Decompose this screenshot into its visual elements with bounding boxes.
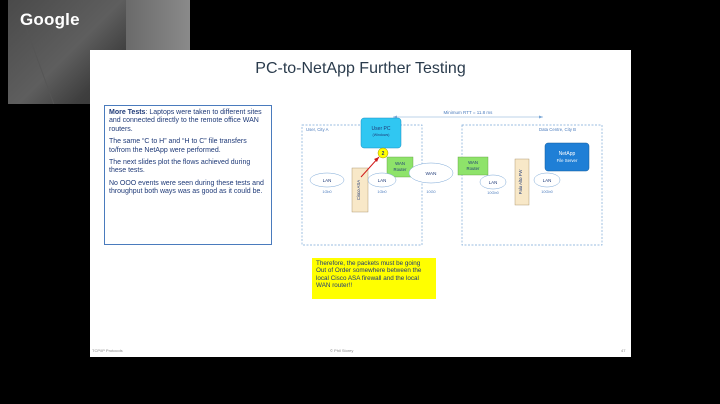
netapp-label: NetApp bbox=[559, 151, 576, 157]
lan-left-speed: 1Gb0 bbox=[322, 190, 331, 194]
netapp-sublabel: File Server bbox=[557, 158, 578, 163]
wan-router-right bbox=[457, 156, 489, 176]
presentation-slide: PC-to-NetApp Further Testing More Tests:… bbox=[90, 50, 631, 357]
lan-right1-label: LAN bbox=[489, 180, 498, 185]
notes-para-3: The next slides plot the flows achieved … bbox=[109, 159, 251, 175]
lan-mid-label: LAN bbox=[378, 178, 387, 183]
footer-left: TCP/IP Protocols bbox=[92, 348, 123, 353]
user-pc-node bbox=[360, 117, 402, 149]
notes-box: More Tests: Laptops were taken to differ… bbox=[104, 105, 272, 245]
marker-circle bbox=[377, 147, 389, 159]
user-pc-label: User PC bbox=[372, 126, 391, 132]
netapp-node bbox=[544, 142, 590, 172]
lan-mid-cloud bbox=[367, 172, 397, 188]
wan-router-left-label-line1: WAN bbox=[395, 161, 405, 166]
user-site-label: User, City A bbox=[306, 127, 329, 132]
red-arrow-head bbox=[374, 157, 379, 162]
wan-label: WAN bbox=[425, 171, 437, 177]
notes-para-1: More Tests: Laptops were taken to differ… bbox=[109, 109, 267, 134]
wan-router-right-label-line1: WAN bbox=[468, 160, 478, 165]
cisco-asa-label: Cisco ASA bbox=[356, 180, 361, 200]
cisco-asa-node bbox=[351, 167, 369, 213]
wan-speed: 10G0 bbox=[426, 190, 435, 194]
lan-left-label: LAN bbox=[323, 178, 332, 183]
user-pc-sublabel: (Windows) bbox=[373, 133, 390, 137]
dc-site-box bbox=[461, 124, 603, 246]
marker-number: 2 bbox=[382, 151, 385, 157]
notes-para-4: No OOO events were seen during these tes… bbox=[109, 179, 264, 196]
wan-cloud bbox=[408, 162, 454, 184]
google-logo: Google bbox=[20, 10, 80, 29]
notes-para-2: The same “C to H” and “H to C” file tran… bbox=[109, 138, 247, 154]
notes-heading: More Tests bbox=[109, 109, 146, 116]
wan-router-left-label-line2: Router bbox=[394, 167, 407, 172]
dc-site-label: Data Centre, City B bbox=[539, 127, 576, 132]
rtt-arrow-head-right bbox=[539, 115, 543, 119]
lan-right2-cloud bbox=[533, 172, 561, 188]
slide-title: PC-to-NetApp Further Testing bbox=[255, 60, 466, 77]
footer-page-number: 47 bbox=[621, 348, 626, 353]
rtt-label: Minimum RTT = 11.8 ms bbox=[444, 110, 494, 115]
lan-right1-speed: 10Gb0 bbox=[487, 191, 498, 195]
notes-para-1-text: : Laptops were taken to different sites … bbox=[109, 109, 262, 133]
wan-router-right-label-line2: Router bbox=[467, 166, 480, 171]
lan-right1-cloud bbox=[479, 174, 507, 190]
network-diagram: Minimum RTT = 11.8 ms User, City A Data … bbox=[301, 110, 603, 246]
footer-middle: © Phil Storey bbox=[330, 348, 354, 353]
conclusion-callout: Therefore, the packets must be going Out… bbox=[312, 258, 436, 299]
lan-right2-speed: 10Gb0 bbox=[541, 190, 552, 194]
lan-mid-speed: 1Gb0 bbox=[377, 190, 386, 194]
palo-alto-node bbox=[514, 158, 530, 206]
palo-alto-label: Palo Alto FW bbox=[518, 169, 523, 195]
lan-right2-label: LAN bbox=[543, 178, 552, 183]
lan-left-cloud bbox=[309, 172, 345, 188]
